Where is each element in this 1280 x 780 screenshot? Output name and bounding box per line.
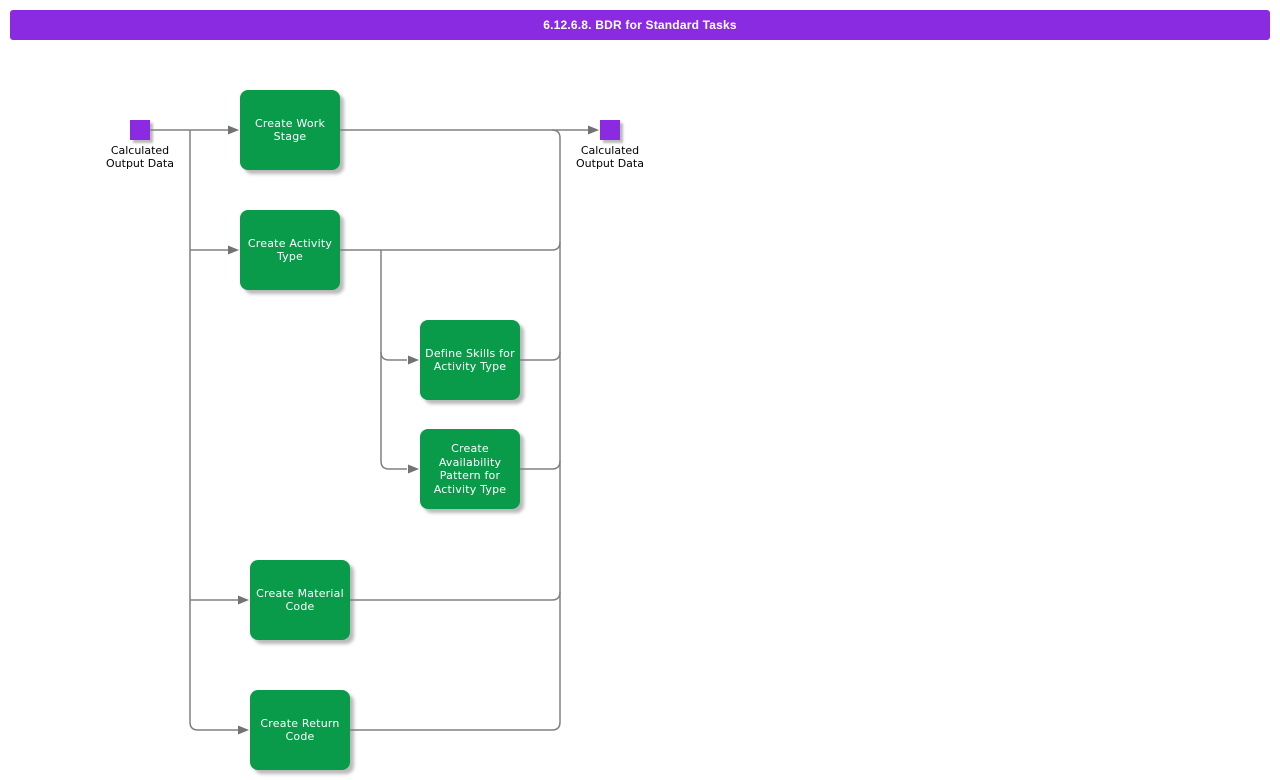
task-node-create-work-stage[interactable]: Create Work Stage bbox=[240, 90, 340, 170]
arrowhead-icon bbox=[238, 595, 249, 605]
diagram-title-bar: 6.12.6.8. BDR for Standard Tasks bbox=[10, 10, 1270, 40]
task-node-create-return-code[interactable]: Create Return Code bbox=[250, 690, 350, 770]
task-node-create-availability-pattern[interactable]: Create Availability Pattern for Activity… bbox=[420, 429, 520, 509]
connector-right-trunk bbox=[350, 129, 561, 731]
connector-left-trunk bbox=[189, 130, 238, 731]
connector-inner-trunk bbox=[380, 250, 407, 470]
start-data-node[interactable] bbox=[130, 120, 150, 140]
diagram-title: 6.12.6.8. BDR for Standard Tasks bbox=[543, 18, 737, 32]
task-node-define-skills-for-activity-type[interactable]: Define Skills for Activity Type bbox=[420, 320, 520, 400]
task-node-create-material-code[interactable]: Create Material Code bbox=[250, 560, 350, 640]
connector-material-exit bbox=[350, 591, 561, 601]
connector-activity-type-exit bbox=[340, 241, 561, 251]
arrowhead-icon bbox=[228, 245, 239, 255]
end-data-node[interactable] bbox=[600, 120, 620, 140]
start-data-node-label: Calculated Output Data bbox=[106, 144, 174, 170]
end-data-node-label: Calculated Output Data bbox=[576, 144, 644, 170]
arrowhead-icon bbox=[408, 464, 419, 474]
arrowhead-icon bbox=[228, 125, 239, 135]
connector-availability-exit bbox=[520, 460, 561, 470]
connector-define-skills-exit bbox=[520, 351, 561, 361]
connector-to-define-skills bbox=[380, 351, 407, 361]
arrowhead-icon bbox=[408, 355, 419, 365]
arrowhead-icon bbox=[588, 125, 599, 135]
task-node-create-activity-type[interactable]: Create Activity Type bbox=[240, 210, 340, 290]
arrowhead-icon bbox=[238, 725, 249, 735]
